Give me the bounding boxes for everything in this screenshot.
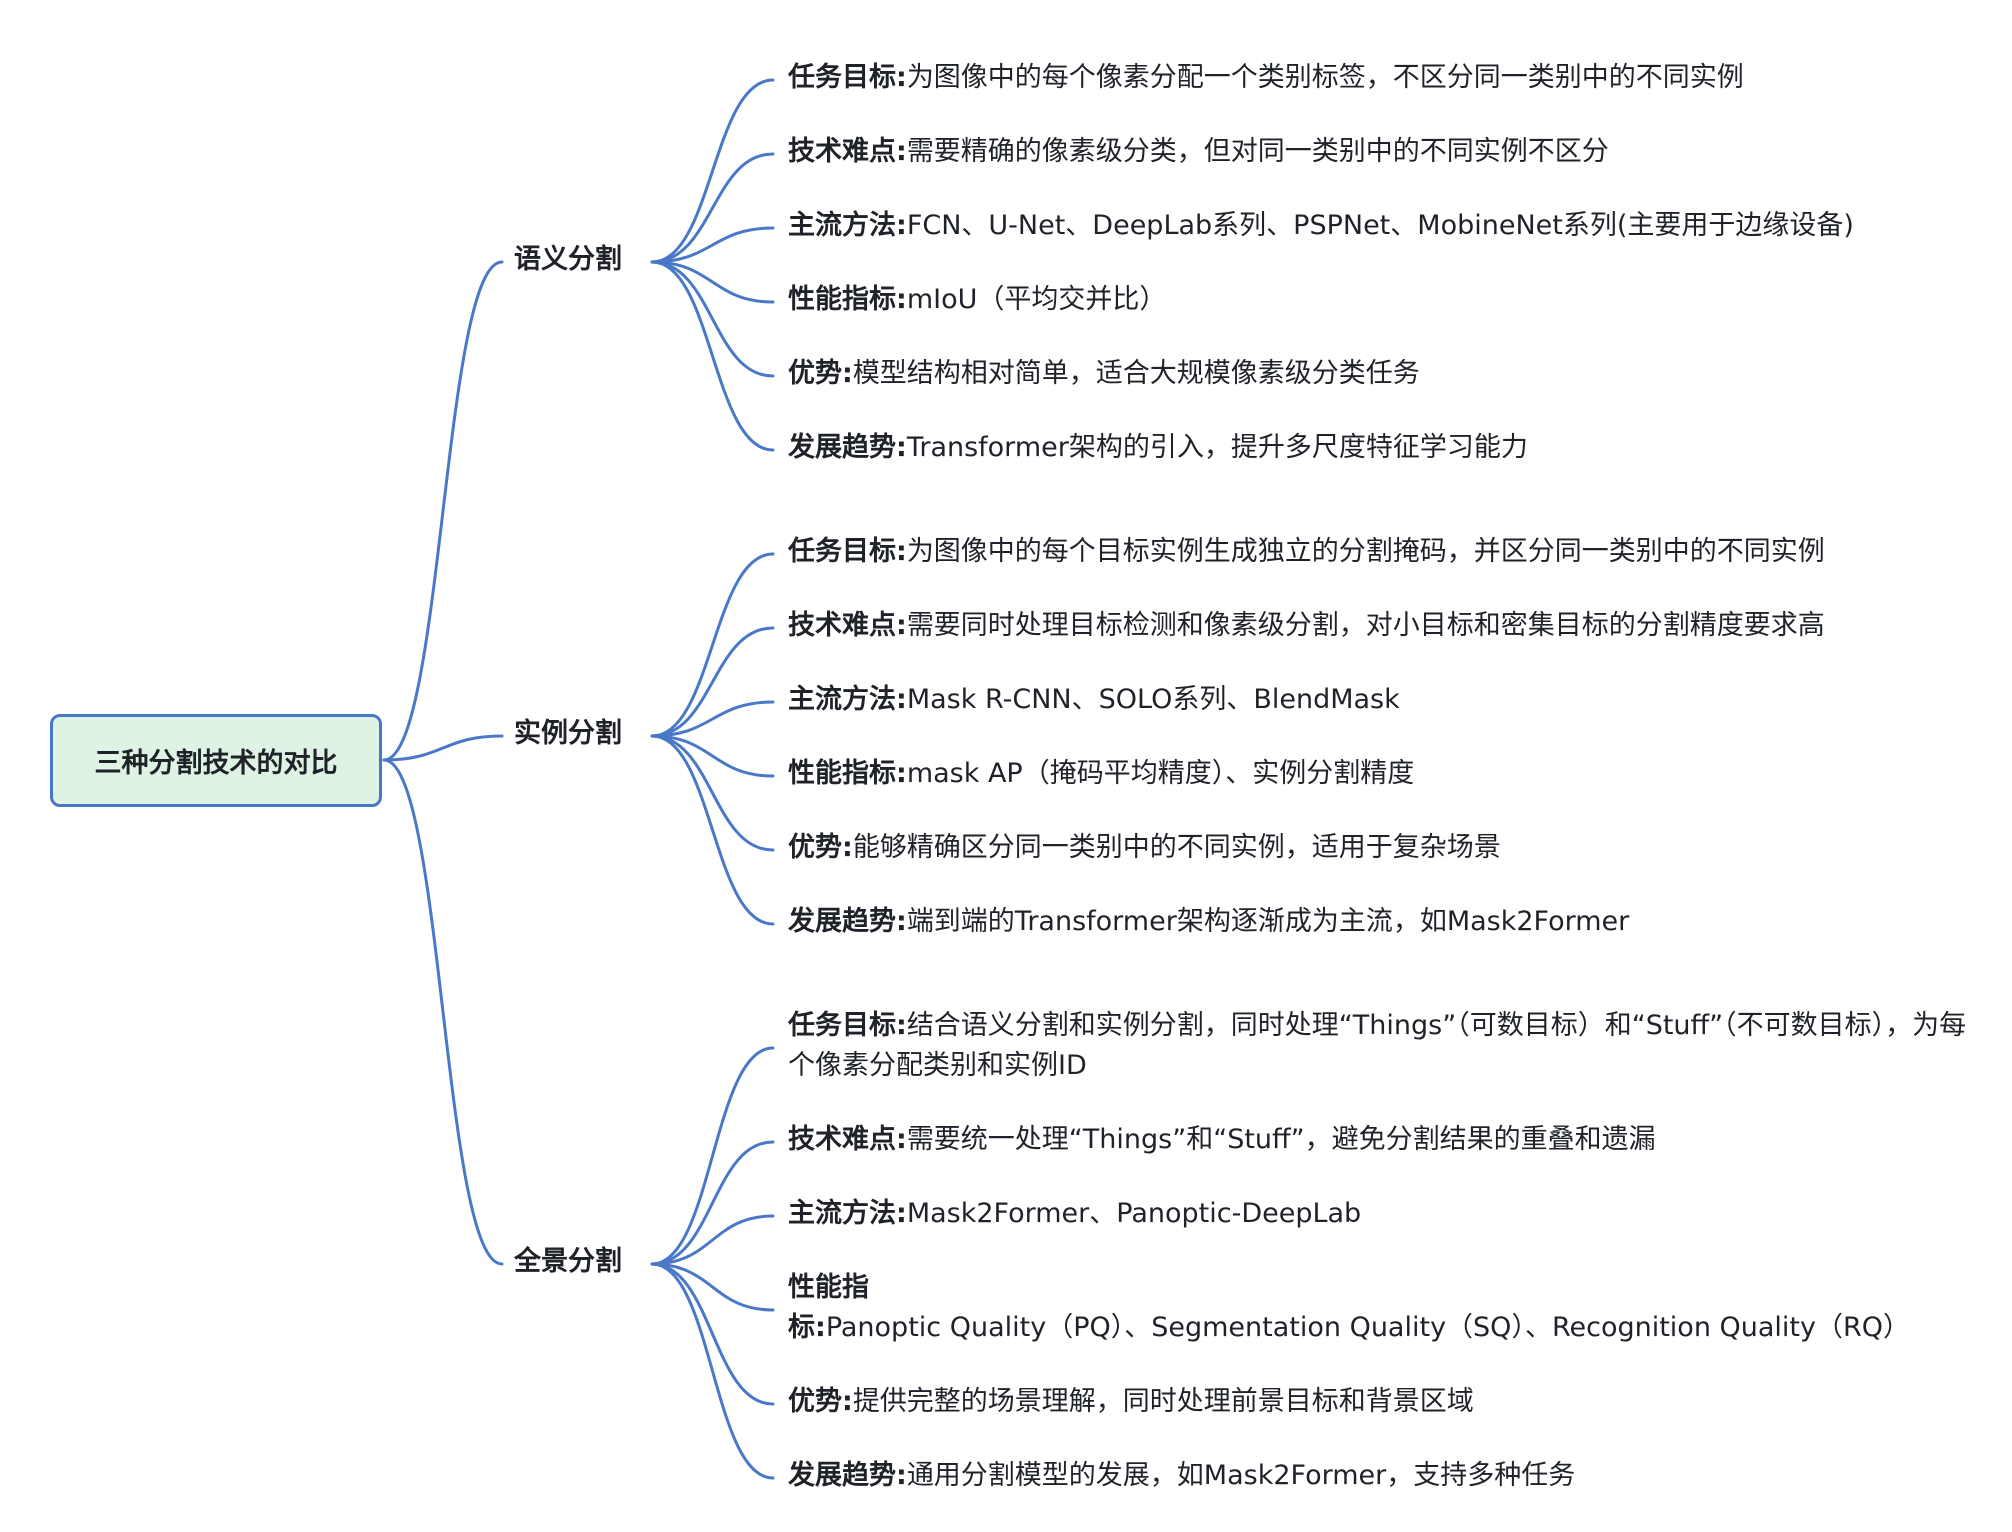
branch-to-leaf-connector [650,152,775,264]
leaf-key: 任务目标: [788,1010,907,1041]
leaf-semantic-methods[interactable]: 主流方法:FCN、U-Net、DeepLab系列、PSPNet、MobineNe… [788,206,1978,246]
leaf-semantic-advantages[interactable]: 优势:模型结构相对简单，适合大规模像素级分类任务 [788,354,1978,394]
leaf-panoptic-task-goal[interactable]: 任务目标:结合语义分割和实例分割，同时处理“Things”（可数目标）和“Stu… [788,1006,1978,1086]
leaf-semantic-task-goal[interactable]: 任务目标:为图像中的每个像素分配一个类别标签，不区分同一类别中的不同实例 [788,58,1978,98]
root-node[interactable]: 三种分割技术的对比 [50,714,382,807]
leaf-key: 技术难点: [788,610,907,641]
leaf-text: 端到端的Transformer架构逐渐成为主流，如Mask2Former [906,906,1630,937]
leaf-semantic-metrics[interactable]: 性能指标:mIoU（平均交并比） [788,280,1978,320]
leaf-key: 主流方法: [788,684,907,715]
leaf-semantic-trends[interactable]: 发展趋势:Transformer架构的引入，提升多尺度特征学习能力 [788,428,1978,468]
branch-to-leaf-connector [650,734,775,852]
leaf-panoptic-difficulty[interactable]: 技术难点:需要统一处理“Things”和“Stuff”，避免分割结果的重叠和遗漏 [788,1120,1978,1160]
leaf-panoptic-methods[interactable]: 主流方法:Mask2Former、Panoptic-DeepLab [788,1194,1978,1234]
leaf-instance-difficulty[interactable]: 技术难点:需要同时处理目标检测和像素级分割，对小目标和密集目标的分割精度要求高 [788,606,1978,646]
leaf-key: 任务目标: [788,536,907,567]
leaf-text: 提供完整的场景理解，同时处理前景目标和背景区域 [852,1386,1474,1417]
root-to-branch-connector [382,758,504,1266]
leaf-text: Transformer架构的引入，提升多尺度特征学习能力 [906,432,1528,463]
root-to-branch-connector [382,260,504,762]
leaf-text: 为图像中的每个目标实例生成独立的分割掩码，并区分同一类别中的不同实例 [906,536,1825,567]
leaf-text: 通用分割模型的发展，如Mask2Former，支持多种任务 [906,1460,1576,1491]
leaf-key: 任务目标: [788,62,907,93]
leaf-text: 结合语义分割和实例分割，同时处理“Things”（可数目标）和“Stuff”（不… [788,1010,1967,1081]
leaf-key: 主流方法: [788,210,907,241]
leaf-instance-metrics[interactable]: 性能指标:mask AP（掩码平均精度）、实例分割精度 [788,754,1978,794]
leaf-key: 性能指标: [788,1272,869,1343]
branch-instance-segmentation[interactable]: 实例分割 [514,718,622,749]
branch-to-leaf-connector [650,260,775,378]
leaf-key: 技术难点: [788,1124,907,1155]
branch-to-leaf-connector [650,626,775,738]
leaf-text: 需要同时处理目标检测和像素级分割，对小目标和密集目标的分割精度要求高 [906,610,1825,641]
leaf-text: Mask R-CNN、SOLO系列、BlendMask [906,684,1400,715]
leaf-text: Panoptic Quality（PQ）、Segmentation Qualit… [825,1312,1911,1343]
leaf-key: 发展趋势: [788,1460,907,1491]
branch-to-leaf-connector [650,78,775,264]
leaf-key: 性能指标: [788,284,907,315]
leaf-text: 需要精确的像素级分类，但对同一类别中的不同实例不区分 [906,136,1609,167]
leaf-panoptic-trends[interactable]: 发展趋势:通用分割模型的发展，如Mask2Former，支持多种任务 [788,1456,1978,1496]
branch-to-leaf-connector [650,700,775,738]
leaf-instance-advantages[interactable]: 优势:能够精确区分同一类别中的不同实例，适用于复杂场景 [788,828,1978,868]
leaf-text: Mask2Former、Panoptic-DeepLab [906,1198,1362,1229]
root-node-label: 三种分割技术的对比 [94,748,338,779]
leaf-text: 能够精确区分同一类别中的不同实例，适用于复杂场景 [852,832,1501,863]
leaf-text: 需要统一处理“Things”和“Stuff”，避免分割结果的重叠和遗漏 [906,1124,1656,1155]
branch-to-leaf-connector [650,1262,775,1480]
leaf-key: 性能指标: [788,758,907,789]
leaf-key: 优势: [788,832,853,863]
leaf-key: 发展趋势: [788,906,907,937]
branch-semantic-segmentation[interactable]: 语义分割 [514,244,622,275]
leaf-semantic-difficulty[interactable]: 技术难点:需要精确的像素级分类，但对同一类别中的不同实例不区分 [788,132,1978,172]
leaf-text: 模型结构相对简单，适合大规模像素级分类任务 [852,358,1420,389]
branch-to-leaf-connector [650,226,775,264]
leaf-instance-methods[interactable]: 主流方法:Mask R-CNN、SOLO系列、BlendMask [788,680,1978,720]
branch-to-leaf-connector [650,734,775,778]
leaf-key: 优势: [788,1386,853,1417]
leaf-text: 为图像中的每个像素分配一个类别标签，不区分同一类别中的不同实例 [906,62,1744,93]
branch-to-leaf-connector [650,260,775,304]
branch-to-leaf-connector [650,1140,775,1266]
leaf-panoptic-metrics[interactable]: 性能指标:Panoptic Quality（PQ）、Segmentation Q… [788,1268,1978,1348]
root-to-branch-connector [382,734,504,762]
branch-to-leaf-connector [650,552,775,738]
branch-panoptic-segmentation[interactable]: 全景分割 [514,1246,622,1277]
leaf-panoptic-advantages[interactable]: 优势:提供完整的场景理解，同时处理前景目标和背景区域 [788,1382,1978,1422]
branch-to-leaf-connector [650,1262,775,1406]
branch-to-leaf-connector [650,1046,775,1266]
leaf-text: FCN、U-Net、DeepLab系列、PSPNet、MobineNet系列(主… [906,210,1854,241]
branch-to-leaf-connector [650,1214,775,1266]
leaf-key: 技术难点: [788,136,907,167]
branch-to-leaf-connector [650,260,775,452]
leaf-instance-trends[interactable]: 发展趋势:端到端的Transformer架构逐渐成为主流，如Mask2Forme… [788,902,1978,942]
branch-to-leaf-connector [650,734,775,926]
leaf-text: mIoU（平均交并比） [906,284,1167,315]
leaf-key: 主流方法: [788,1198,907,1229]
leaf-instance-task-goal[interactable]: 任务目标:为图像中的每个目标实例生成独立的分割掩码，并区分同一类别中的不同实例 [788,532,1978,572]
leaf-key: 发展趋势: [788,432,907,463]
leaf-text: mask AP（掩码平均精度）、实例分割精度 [906,758,1415,789]
branch-to-leaf-connector [650,1262,775,1312]
leaf-key: 优势: [788,358,853,389]
